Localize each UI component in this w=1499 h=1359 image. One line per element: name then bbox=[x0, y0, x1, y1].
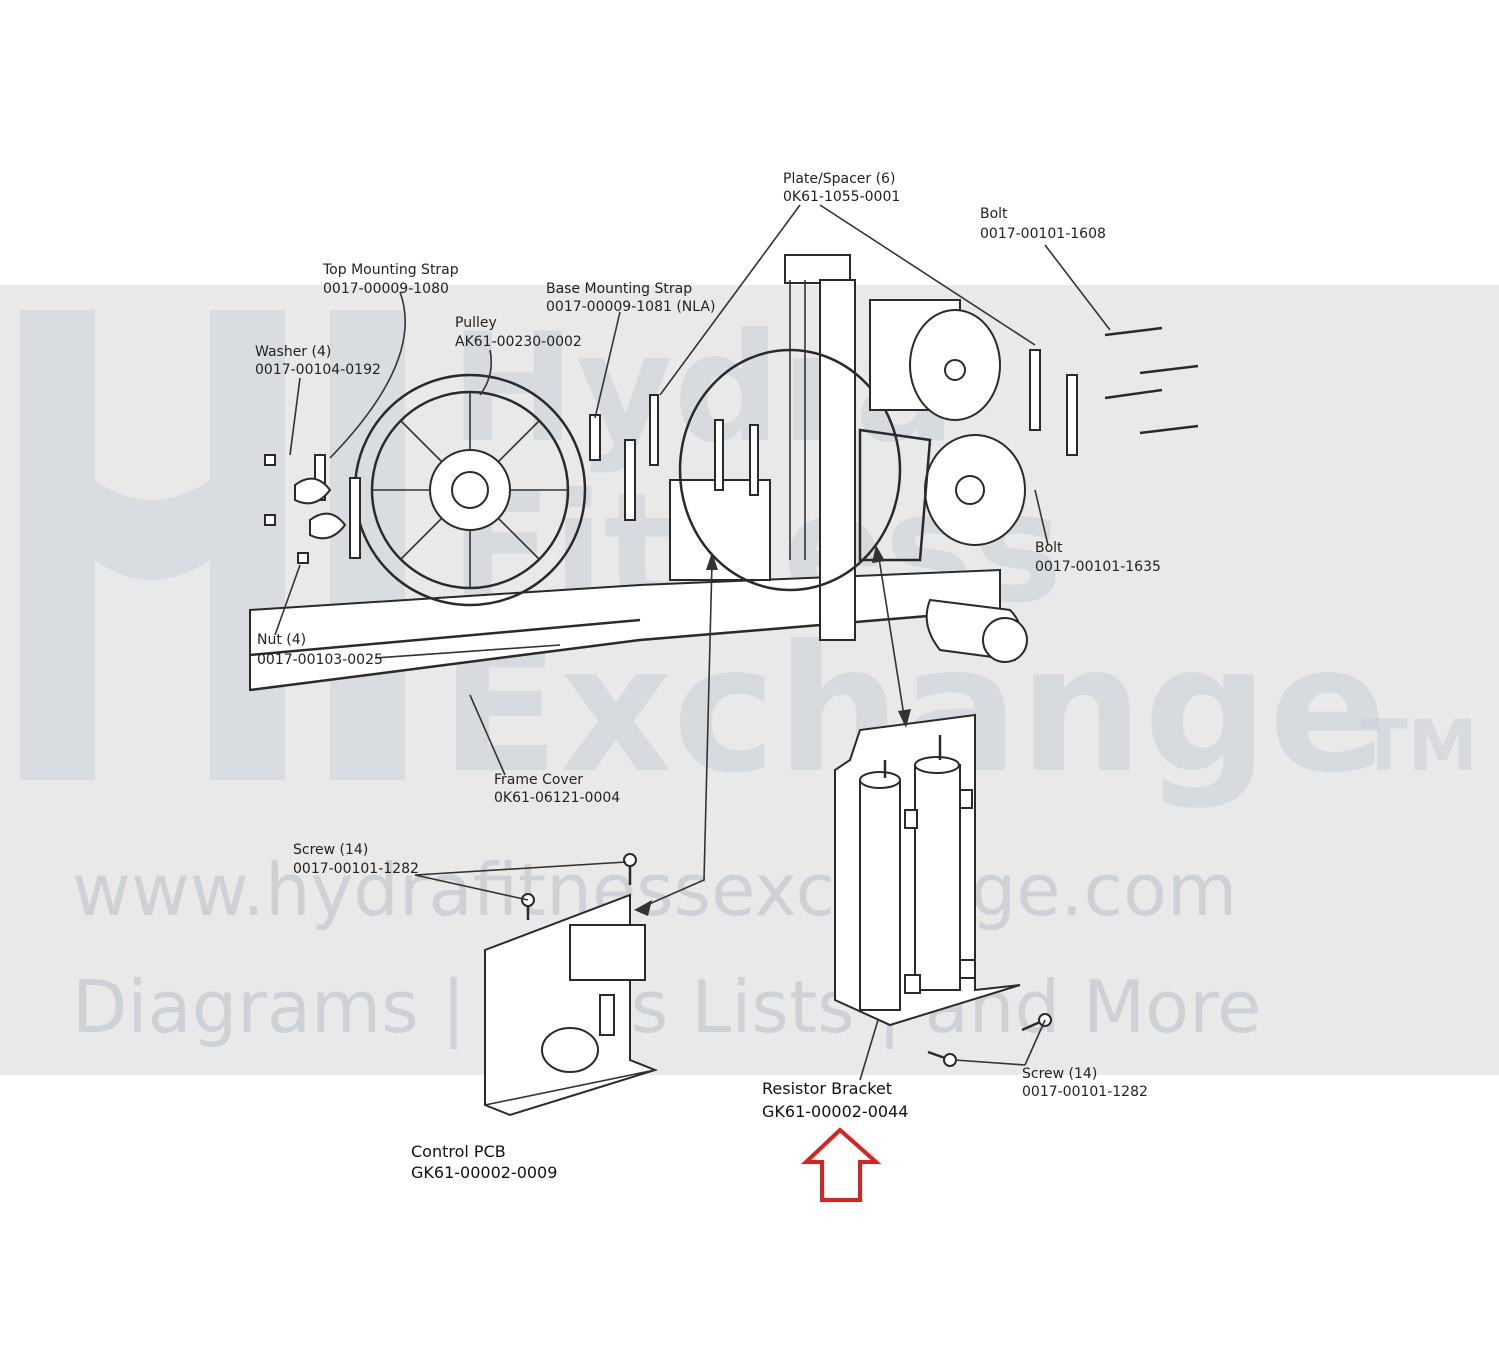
svg-text:Screw (14): Screw (14) bbox=[1022, 1066, 1097, 1082]
svg-text:0017-00101-1282: 0017-00101-1282 bbox=[1022, 1084, 1148, 1100]
label-plate-spacer: Plate/Spacer (6) 0K61-1055-0001 bbox=[783, 171, 900, 205]
svg-text:0017-00104-0192: 0017-00104-0192 bbox=[255, 362, 381, 378]
watermark-logo bbox=[20, 310, 405, 780]
label-control-pcb: Control PCB GK61-00002-0009 bbox=[411, 1142, 557, 1182]
leader-lines bbox=[274, 204, 1111, 1081]
svg-text:AK61-00230-0002: AK61-00230-0002 bbox=[455, 334, 582, 350]
motor-part bbox=[858, 299, 1026, 562]
svg-text:0K61-06121-0004: 0K61-06121-0004 bbox=[494, 790, 620, 806]
frame-post-part bbox=[649, 254, 902, 641]
resistor-bracket-part bbox=[834, 713, 1021, 1027]
label-frame-cover: Frame Cover 0K61-06121-0004 bbox=[494, 772, 620, 806]
plate-spacers-part bbox=[1029, 349, 1078, 456]
svg-text:Top Mounting Strap: Top Mounting Strap bbox=[322, 262, 459, 278]
svg-text:0017-00009-1080: 0017-00009-1080 bbox=[323, 281, 449, 297]
svg-text:0017-00101-1282: 0017-00101-1282 bbox=[293, 861, 419, 877]
svg-text:Base Mounting Strap: Base Mounting Strap bbox=[546, 281, 692, 297]
bolts-part bbox=[1104, 326, 1199, 435]
svg-text:Pulley: Pulley bbox=[455, 315, 497, 331]
svg-text:0017-00101-1635: 0017-00101-1635 bbox=[1035, 559, 1161, 575]
svg-text:Screw (14): Screw (14) bbox=[293, 842, 368, 858]
svg-text:0017-00101-1608: 0017-00101-1608 bbox=[980, 226, 1106, 242]
svg-text:GK61-00002-0009: GK61-00002-0009 bbox=[411, 1163, 557, 1182]
label-bolt-top: Bolt 0017-00101-1608 bbox=[980, 206, 1106, 242]
watermark-tagline: Diagrams | Parts Lists | and More bbox=[72, 965, 1261, 1050]
label-washer: Washer (4) 0017-00104-0192 bbox=[255, 344, 381, 378]
svg-text:GK61-00002-0044: GK61-00002-0044 bbox=[762, 1102, 908, 1121]
up-arrow-icon bbox=[800, 1127, 882, 1202]
label-bolt-mid: Bolt 0017-00101-1635 bbox=[1035, 540, 1161, 575]
svg-text:Control PCB: Control PCB bbox=[411, 1142, 506, 1161]
svg-text:Plate/Spacer (6): Plate/Spacer (6) bbox=[783, 171, 895, 187]
label-base-mounting-strap: Base Mounting Strap 0017-00009-1081 (NLA… bbox=[546, 281, 715, 315]
label-nut: Nut (4) 0017-00103-0025 bbox=[257, 632, 383, 668]
label-screw-right: Screw (14) 0017-00101-1282 bbox=[1022, 1066, 1148, 1100]
svg-text:Bolt: Bolt bbox=[980, 206, 1008, 222]
control-pcb-part bbox=[484, 893, 658, 1117]
watermark-url: www.hydrafitnessexchange.com bbox=[72, 848, 1237, 932]
svg-text:0017-00009-1081 (NLA): 0017-00009-1081 (NLA) bbox=[546, 299, 715, 315]
svg-text:Bolt: Bolt bbox=[1035, 540, 1063, 556]
mounting-straps-part bbox=[264, 414, 636, 564]
svg-text:0017-00103-0025: 0017-00103-0025 bbox=[257, 652, 383, 668]
pulley-part bbox=[353, 373, 587, 607]
svg-text:Frame Cover: Frame Cover bbox=[494, 772, 583, 788]
label-pulley: Pulley AK61-00230-0002 bbox=[455, 315, 582, 350]
svg-text:0K61-1055-0001: 0K61-1055-0001 bbox=[783, 189, 900, 205]
label-top-mounting-strap: Top Mounting Strap 0017-00009-1080 bbox=[322, 262, 459, 297]
label-screw-left: Screw (14) 0017-00101-1282 bbox=[293, 842, 419, 877]
svg-text:Resistor Bracket: Resistor Bracket bbox=[762, 1079, 892, 1098]
watermark-trademark: TM bbox=[1360, 705, 1477, 787]
svg-text:Washer (4): Washer (4) bbox=[255, 344, 331, 360]
svg-text:Nut (4): Nut (4) bbox=[257, 632, 306, 648]
label-resistor-bracket: Resistor Bracket GK61-00002-0044 bbox=[762, 1079, 908, 1121]
